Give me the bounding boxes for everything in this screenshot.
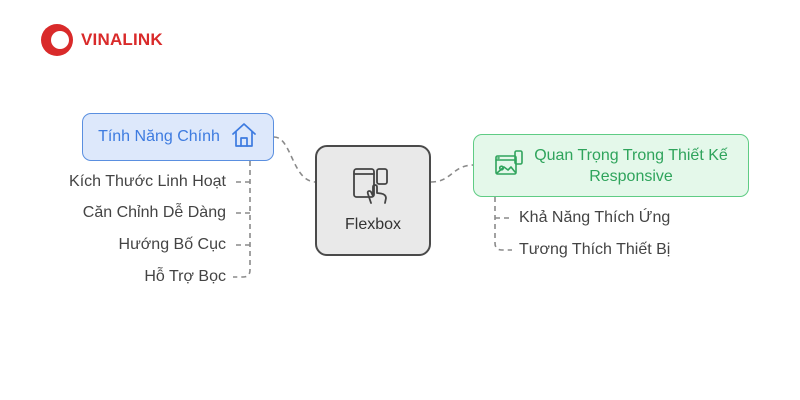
connector-right-trunk (494, 197, 512, 251)
logo-mark-icon (40, 23, 74, 57)
list-item: Kích Thước Linh Hoạt (69, 173, 226, 190)
list-item: Khả Năng Thích Ứng (519, 209, 671, 226)
brand-name: VINALINK (81, 30, 163, 49)
brand-logo: VINALINK (40, 23, 163, 57)
central-node[interactable]: Flexbox (315, 145, 431, 256)
branch-node-label-line2: Responsive (589, 167, 673, 185)
list-item: Tương Thích Thiết Bị (519, 241, 671, 258)
list-item: Căn Chỉnh Dễ Dàng (82, 204, 226, 221)
branch-node-label-line1: Quan Trọng Trong Thiết Kế (534, 146, 728, 164)
connector-central-left (273, 136, 317, 183)
branch-node-main-features[interactable]: Tính Năng Chính (82, 113, 274, 161)
central-node-label: Flexbox (344, 216, 402, 233)
list-item: Hướng Bố Cục (118, 236, 226, 253)
responsive-devices-icon (494, 149, 524, 182)
branch-node-label: Tính Năng Chính (98, 128, 220, 145)
list-item: Hỗ Trợ Bọc (144, 268, 226, 285)
branch-node-responsive-design[interactable]: Quan Trọng Trong Thiết Kế Responsive (473, 134, 749, 197)
mobile-tablet-touch-icon (351, 167, 395, 210)
home-icon (230, 121, 258, 154)
branch-node-label: Quan Trọng Trong Thiết Kế Responsive (534, 145, 728, 187)
connector-left-trunk (233, 161, 251, 278)
connector-central-right (430, 164, 475, 183)
